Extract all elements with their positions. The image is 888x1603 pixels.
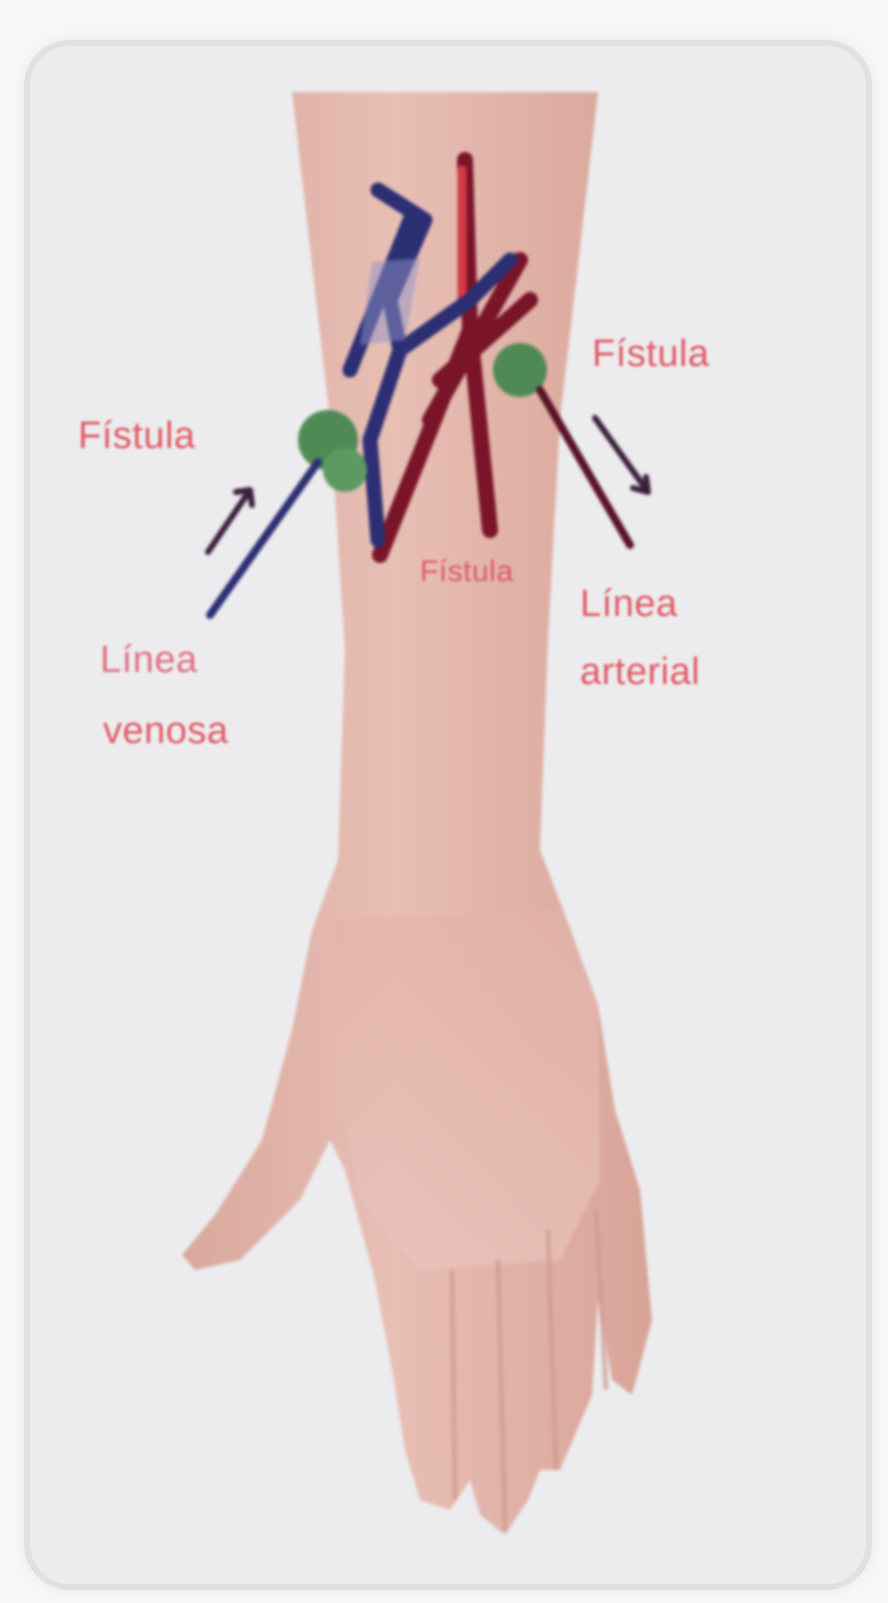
arterial-flow-arrow bbox=[595, 418, 648, 492]
center-label: Fístula bbox=[420, 548, 514, 596]
venous-flow-arrow bbox=[208, 490, 252, 552]
arterial-line-label-line1: Línea bbox=[580, 580, 678, 628]
arterial-line-label-line2: arterial bbox=[580, 648, 700, 696]
venous-line-label-line1: Línea bbox=[100, 636, 198, 684]
venous-line-tube bbox=[210, 462, 318, 615]
right-needle-label: Fístula bbox=[592, 330, 710, 378]
venous-line-label-line2: venosa bbox=[103, 707, 229, 755]
left-needle-label: Fístula bbox=[78, 412, 196, 460]
arm-silhouette bbox=[182, 92, 652, 1535]
